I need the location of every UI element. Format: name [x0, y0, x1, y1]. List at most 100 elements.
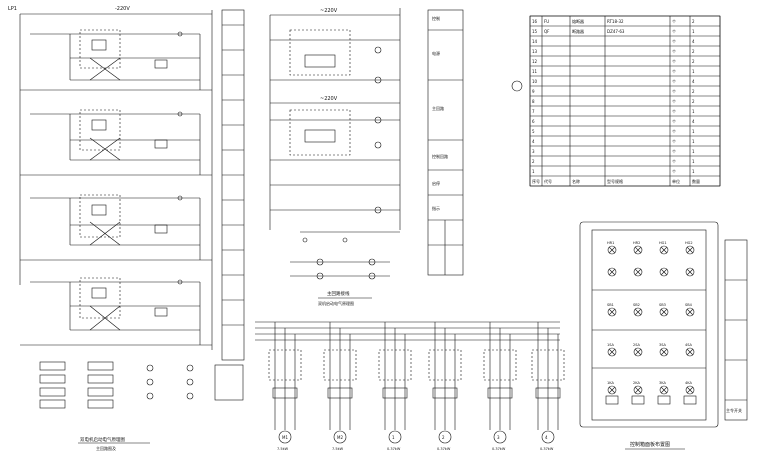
bom-cell: 个: [672, 89, 676, 94]
motor-label: M1: [282, 435, 288, 440]
bom-cell: 4: [532, 139, 535, 144]
panel-lamp: [633, 347, 643, 357]
panel-lamp: [633, 307, 643, 317]
motor-label: M2: [337, 435, 343, 440]
motor-power: 7.5kW: [277, 447, 289, 451]
bom-cell: 1: [532, 169, 535, 174]
middle-schematic: ~220V ~220V 主回路接线 双机启动电气原理图: [269, 8, 464, 306]
bom-cell: 个: [672, 169, 676, 174]
bom-cell: 2: [692, 89, 695, 94]
bom-cell: 7: [532, 109, 535, 114]
bom-cell: 6: [532, 119, 535, 124]
bom-cell: 1: [692, 29, 695, 34]
bom-cell: 5: [532, 129, 535, 134]
bom-cell: 11: [532, 69, 538, 74]
bom-cell: 13: [532, 49, 538, 54]
mid-title-6: 指示: [432, 205, 440, 211]
bom-cell: 个: [672, 49, 676, 54]
left-caption-2: 主回路图及: [96, 445, 116, 451]
bom-cell: 个: [672, 159, 676, 164]
bom-cell: 4: [692, 119, 695, 124]
bom-header: 名称: [572, 178, 580, 184]
panel-lamp: [633, 267, 643, 277]
bom-cell: 15: [532, 29, 538, 34]
motor-power: 0.37kW: [387, 447, 401, 451]
bom-cell: 个: [672, 109, 676, 114]
bom-header: 型号规格: [607, 178, 623, 184]
panel-lamp-label: 3KA: [659, 381, 666, 385]
panel-lamp: [659, 385, 669, 395]
motor-power: 7.5kW: [332, 447, 344, 451]
panel-lamp: [607, 245, 617, 255]
bom-cell: 个: [672, 69, 676, 74]
revision-mark: [511, 80, 523, 92]
bom-cell: 个: [672, 79, 676, 84]
panel-lamp-label: SB3: [659, 303, 666, 307]
panel-lamp-label: SB1: [607, 303, 614, 307]
bom-cell: 10: [532, 79, 538, 84]
mid-caption-2: 双机启动电气原理图: [318, 300, 354, 306]
panel-side-label: 主令开关: [726, 407, 742, 413]
motor-label: 3: [497, 435, 500, 440]
bom-cell: 12: [532, 59, 538, 64]
bom-cell: 1: [692, 159, 695, 164]
bom-header: 序号: [532, 178, 540, 184]
bom-cell: 4: [692, 79, 695, 84]
mid-title-2: 电源: [432, 50, 440, 56]
left-schematic: LP1 -220V: [8, 6, 245, 451]
panel-lamp: [633, 245, 643, 255]
panel-lamp-label: 2SA: [633, 343, 641, 347]
bom-cell: 个: [672, 139, 676, 144]
mid-title-1: 控制: [432, 15, 440, 21]
panel-lamp-label: HG1: [659, 241, 667, 245]
left-legend: [39, 361, 244, 409]
bom-cell: 8: [532, 99, 535, 104]
bom-cell: 个: [672, 149, 676, 154]
motor-symbol: [438, 430, 452, 444]
panel-lamp-label: 2KA: [633, 381, 640, 385]
panel-lamp: [607, 385, 617, 395]
panel-lamp: [685, 267, 695, 277]
bom-cell: 2: [692, 99, 695, 104]
bom-cell: 2: [532, 159, 535, 164]
left-voltage-label: -220V: [115, 6, 130, 12]
panel-lamp: [633, 385, 643, 395]
panel-lamp-label: HR1: [607, 241, 614, 245]
control-block-2: [20, 109, 212, 176]
panel-lamp: [685, 245, 695, 255]
panel-lamp-label: SB2: [633, 303, 640, 307]
motor-label: 2: [442, 435, 445, 440]
bom-cell: 1: [692, 149, 695, 154]
bom-cell: 个: [672, 39, 676, 44]
bom-cell: 2: [692, 19, 695, 24]
motor-power: 0.37kW: [437, 447, 451, 451]
bom-cell: 断路器: [572, 28, 584, 34]
panel-lamp-label: 3SA: [659, 343, 667, 347]
bom-cell: 个: [672, 129, 676, 134]
bom-cell: 1: [692, 69, 695, 74]
panel-lamp: [607, 307, 617, 317]
motor-power: 0.37kW: [492, 447, 506, 451]
panel-lamp-label: 4KA: [685, 381, 692, 385]
bom-cell: 个: [672, 29, 676, 34]
panel-lamp-label: 1KA: [607, 381, 614, 385]
bom-header: 代号: [544, 178, 552, 184]
panel-lamp: [607, 347, 617, 357]
control-block-3: [20, 194, 212, 261]
bom-cell: 14: [532, 39, 538, 44]
top-left-label: LP1: [8, 6, 17, 12]
bom-cell: 2: [692, 59, 695, 64]
panel-lamp: [685, 385, 695, 395]
mid-title-4: 控制回路: [432, 153, 448, 159]
bom-cell: DZ47-63: [607, 29, 625, 34]
mid-voltage-top: ~220V: [320, 8, 338, 14]
panel-lamp: [685, 307, 695, 317]
motor-symbol: [278, 430, 292, 444]
control-block-4: [20, 277, 212, 346]
mid-title-block: [427, 9, 464, 276]
panel-lamp: [685, 347, 695, 357]
bom-cell: 2: [692, 49, 695, 54]
